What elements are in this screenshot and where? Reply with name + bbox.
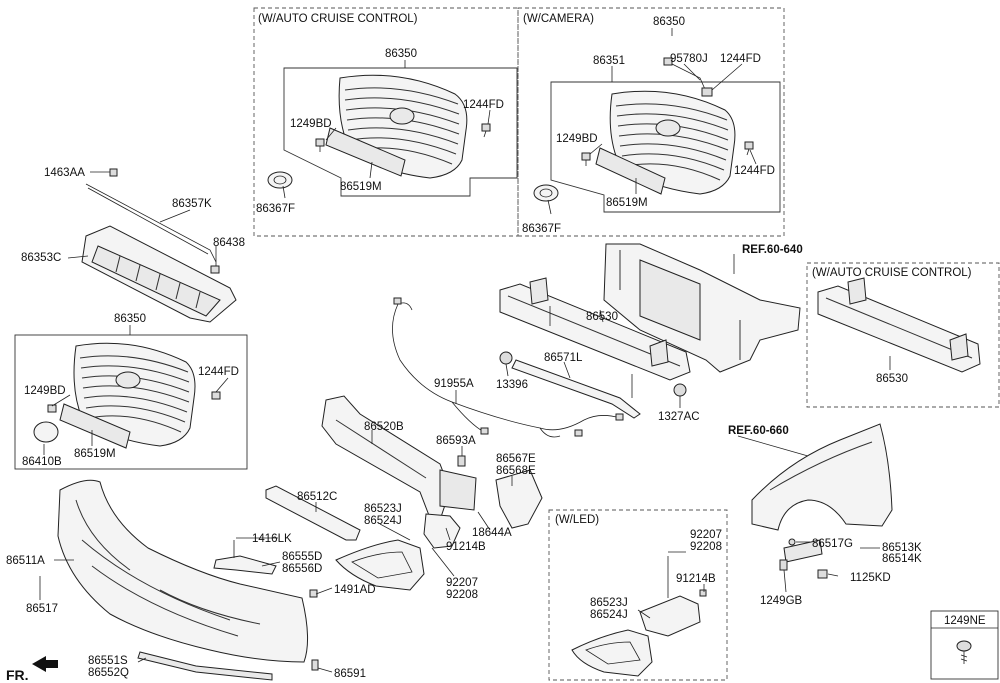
part-labels: 86350 1249BD 1244FD 86367F 86519M 86350 … [6, 16, 986, 680]
part-label: 1244FD [734, 165, 775, 177]
bolt-acc-1244fd [481, 123, 491, 138]
part-label: 1463AA [44, 167, 85, 179]
part-label: 86567E [496, 453, 536, 465]
part-label: 86524J [364, 515, 402, 527]
part-label: 1244FD [463, 99, 504, 111]
box-camera-title: (W/CAMERA) [523, 13, 594, 25]
part-label: 86593A [436, 435, 476, 447]
part-label: 95780J [670, 53, 708, 65]
part-label: 86350 [385, 48, 417, 60]
part-label: 86519M [606, 197, 648, 209]
part-label: 86517 [26, 603, 58, 615]
part-label: 86530 [876, 373, 908, 385]
part-label: 1327AC [658, 411, 700, 423]
part-label: 1249GB [760, 595, 803, 607]
box-auto-cruise-top [253, 7, 519, 237]
bolt-camera-1244fd [744, 141, 754, 156]
front-end-carrier-drawing [603, 243, 801, 373]
part-label: 1244FD [720, 53, 761, 65]
part-label: 86410B [22, 456, 62, 468]
part-label: 86556D [282, 563, 322, 575]
part-label: 86367F [522, 223, 561, 235]
box-auto-cruise-right-title: (W/AUTO CRUISE CONTROL) [812, 267, 972, 279]
part-label: 1249BD [556, 133, 598, 145]
part-label: 86555D [282, 551, 322, 563]
fender-drawing [751, 423, 893, 579]
part-label: 86519M [74, 448, 116, 460]
bolt-camera-1249bd [581, 152, 591, 166]
part-label: 92207 [446, 577, 478, 589]
part-label: 1249BD [24, 385, 66, 397]
front-direction-label: FR. [6, 667, 29, 683]
part-label: 92208 [446, 589, 478, 601]
ref-60-660: REF.60-660 [728, 425, 789, 437]
legend-part-label: 1249NE [944, 615, 986, 627]
bolt-acc-1249bd [315, 138, 325, 152]
part-label: 86514K [882, 553, 922, 565]
part-label: 92208 [690, 541, 722, 553]
front-direction-icon [32, 656, 58, 672]
bumper-beam-drawing [499, 277, 691, 398]
part-label: 86523J [364, 503, 402, 515]
part-label: 1125KD [850, 572, 891, 584]
part-label: 86517G [812, 538, 853, 550]
grille-base-drawing [33, 342, 221, 449]
part-label: 91214B [446, 541, 486, 553]
part-label: 86357K [172, 198, 212, 210]
part-label: 86351 [593, 55, 625, 67]
part-label: 86438 [213, 237, 245, 249]
part-label: 13396 [496, 379, 528, 391]
part-label: 91214B [676, 573, 716, 585]
bumper-beam-acc-drawing [817, 277, 981, 373]
emblem-acc [267, 171, 293, 189]
part-label: 1416LK [252, 533, 292, 545]
part-label: 86551S [88, 655, 128, 667]
part-label: 86367F [256, 203, 295, 215]
screw-icon [956, 640, 972, 664]
leader-lines [39, 28, 891, 673]
wiring-harness-drawing [392, 297, 624, 438]
part-label: 86520B [364, 421, 404, 433]
box-led [548, 509, 728, 681]
ref-60-640: REF.60-640 [742, 244, 803, 256]
callout-box-grille-base [14, 334, 248, 470]
part-label: 91955A [434, 378, 474, 390]
part-label: 86350 [653, 16, 685, 28]
part-label: 86519M [340, 181, 382, 193]
part-label: 92207 [690, 529, 722, 541]
part-label: 86513K [882, 542, 922, 554]
box-camera [517, 7, 785, 237]
bumper-cover-drawing [57, 479, 361, 681]
part-label: 86511A [6, 555, 45, 567]
part-label: 86571L [544, 352, 583, 364]
grille-acc-drawing [325, 74, 468, 179]
part-label: 86552Q [88, 667, 129, 679]
part-label: 86524J [590, 609, 628, 621]
callout-box-grille-camera [550, 81, 781, 213]
part-label: 18644A [472, 527, 512, 539]
emblem-camera [533, 184, 559, 202]
part-label: 86568E [496, 465, 536, 477]
part-label: 1249BD [290, 118, 332, 130]
callout-box-grille-acc [283, 67, 518, 197]
legend-box [930, 610, 999, 680]
bumper-support-drawing [321, 395, 543, 529]
box-led-title: (W/LED) [555, 514, 599, 526]
grille-camera-drawing [595, 57, 736, 195]
part-label: 86591 [334, 668, 366, 680]
box-auto-cruise-top-title: (W/AUTO CRUISE CONTROL) [258, 13, 418, 25]
part-label: 86512C [297, 491, 337, 503]
part-label: 86523J [590, 597, 628, 609]
part-label: 86353C [21, 252, 61, 264]
led-lamp-drawing [571, 556, 707, 677]
grille-bracket-drawing [81, 168, 237, 323]
part-label: 1491AD [334, 584, 376, 596]
part-label: 86530 [586, 311, 618, 323]
fog-lamp-cover-drawing [335, 513, 461, 591]
part-label: 86350 [114, 313, 146, 325]
part-label: 1244FD [198, 366, 239, 378]
